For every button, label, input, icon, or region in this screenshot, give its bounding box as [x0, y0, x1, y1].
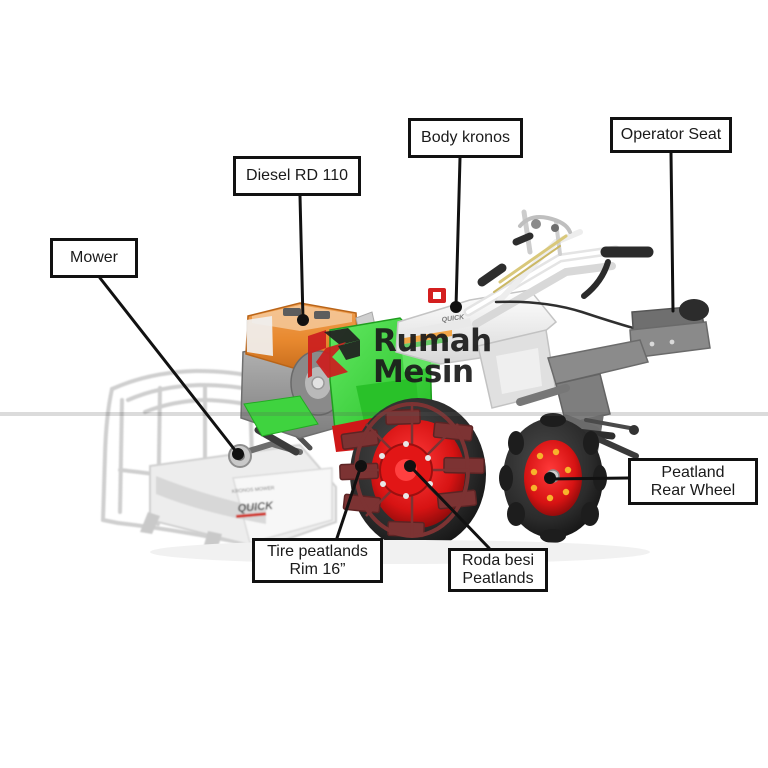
callout-mower[interactable]: Mower [50, 238, 138, 278]
callout-body-kronos[interactable]: Body kronos [408, 118, 523, 158]
leader-dot-body-kronos [450, 301, 462, 313]
callout-operator-seat[interactable]: Operator Seat [610, 117, 732, 153]
leader-tire-peatlands [335, 464, 363, 540]
callout-peatland-rear-wheel[interactable]: Peatland Rear Wheel [628, 458, 758, 505]
body-kronos-chassis: QUICK [395, 288, 558, 409]
leader-dot-rear-wheel [544, 472, 556, 484]
svg-text:KRONOS MOWER: KRONOS MOWER [232, 485, 276, 495]
leader-body-kronos [454, 156, 462, 309]
callout-roda-besi-peatlands[interactable]: Roda besi Peatlands [448, 548, 548, 592]
seat-pad [679, 299, 709, 321]
leader-dot-tire-peatlands [355, 460, 367, 472]
quick-brand-decal: QUICK [237, 500, 274, 515]
handlebar-assembly [463, 209, 654, 332]
callout-tire-peatlands-rim-16[interactable]: Tire peatlands Rim 16” [252, 538, 383, 583]
leader-dot-roda-besi [404, 460, 416, 472]
leader-dot-mower [232, 448, 244, 460]
callout-diesel-rd-110[interactable]: Diesel RD 110 [233, 156, 361, 196]
leader-diesel-rd-110 [298, 194, 305, 322]
leader-operator-seat [669, 151, 675, 313]
leader-roda-besi [408, 464, 491, 550]
leader-dot-diesel [297, 314, 309, 326]
leader-peatland-rear-wheel [546, 476, 630, 481]
svg-text:QUICK: QUICK [441, 314, 465, 324]
leader-mower [98, 276, 240, 456]
